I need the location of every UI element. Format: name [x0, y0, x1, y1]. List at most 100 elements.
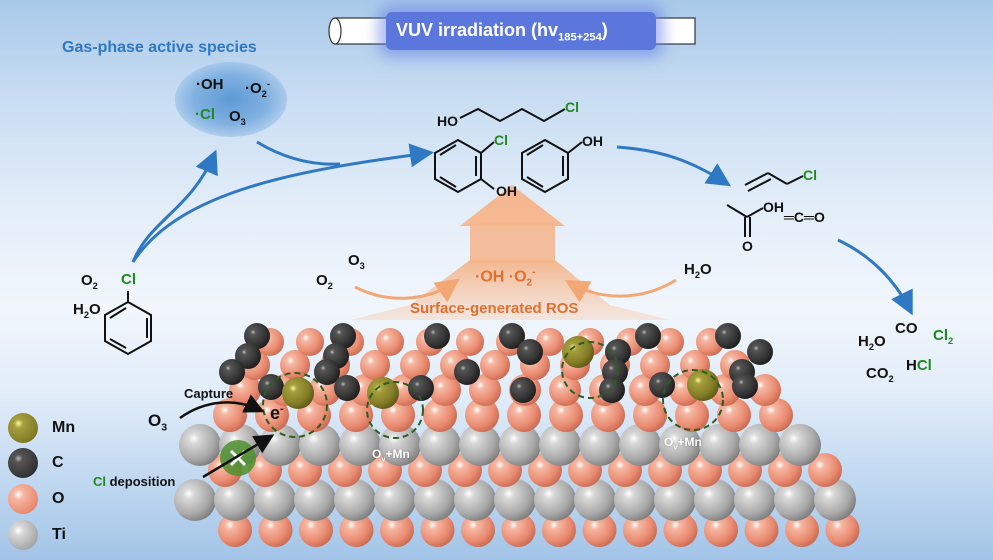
- ti-atom: [499, 424, 541, 466]
- o-atom: [299, 513, 333, 547]
- acetic-acid-molecule: [726, 204, 764, 237]
- o-atom: [717, 398, 751, 432]
- o-atom: [376, 328, 404, 356]
- o-atom: [339, 513, 374, 547]
- ti-atom: [574, 479, 616, 521]
- c-atom: [334, 375, 360, 401]
- ti-atom: [214, 479, 256, 521]
- ti-atom: [739, 424, 781, 466]
- o-atom: [339, 398, 373, 432]
- ti-atom: [539, 424, 581, 466]
- arrow-o3-capture: [179, 394, 265, 420]
- c-atom: [258, 374, 284, 400]
- o-atom: [542, 513, 576, 547]
- o-atom: [469, 374, 501, 406]
- ti-atom: [774, 479, 816, 521]
- ros-feed-arrows: [354, 278, 677, 303]
- arrow-h2o-to-ros: [564, 278, 677, 303]
- o-atom: [536, 328, 564, 356]
- product-hcl: HCl: [906, 357, 932, 374]
- c-atom: [747, 339, 773, 365]
- ti-atom: [179, 424, 221, 466]
- legend-item-o: O: [8, 484, 64, 514]
- ti-atom: [454, 479, 496, 521]
- active-site-circle: [662, 369, 724, 431]
- cl-deposition-label: Cl deposition: [93, 474, 176, 489]
- phenol-oh: OH: [582, 133, 603, 149]
- ti-atom: [734, 479, 776, 521]
- c-atom: [635, 323, 661, 349]
- o-atom: [480, 350, 510, 380]
- chlorobenzene-cl: Cl: [121, 271, 136, 288]
- c-atom: [599, 377, 625, 403]
- c-atom: [244, 323, 270, 349]
- chlorophenol-oh: OH: [496, 183, 517, 199]
- chlorobutanol-molecule: [459, 107, 566, 123]
- species-superoxide: ·O2-: [245, 79, 270, 99]
- reactant-h2o: H2O: [73, 301, 101, 320]
- o-atom: [744, 513, 779, 547]
- c-atom: [235, 343, 261, 369]
- o-atom: [400, 350, 430, 380]
- o-atom-icon: [8, 484, 38, 514]
- gas-phase-cloud: [175, 62, 287, 137]
- mn-atom: [687, 369, 719, 401]
- ti-atom: [174, 479, 216, 521]
- o-atom: [380, 513, 414, 547]
- product-co: CO: [895, 320, 918, 337]
- c-atom: [314, 359, 340, 385]
- allyl-chloride-cl: Cl: [803, 167, 817, 183]
- o-atom: [258, 513, 293, 547]
- ti-atom: [254, 479, 296, 521]
- arrow-cl-deposition: [202, 434, 275, 479]
- ti-atom: [294, 479, 336, 521]
- c-atom: [454, 359, 480, 385]
- product-h2o: H2O: [858, 333, 886, 352]
- c-atom: [424, 323, 450, 349]
- o-atom: [808, 453, 842, 487]
- mn-atom-icon: [8, 413, 38, 443]
- o-atom: [582, 513, 617, 547]
- ti-atom: [619, 424, 661, 466]
- ti-atom: [374, 479, 416, 521]
- o-atom: [591, 398, 625, 432]
- c-atom: [219, 359, 245, 385]
- c-atom: [732, 373, 758, 399]
- mn-atom: [367, 377, 399, 409]
- active-site-circle: [366, 381, 424, 439]
- o-atom: [825, 513, 860, 547]
- capture-arrows: [179, 394, 275, 479]
- ti-atom: [414, 479, 456, 521]
- mn-atom: [562, 336, 594, 368]
- ti-atom: [659, 424, 701, 466]
- catalyst-surface-slab: [174, 323, 860, 547]
- product-cl2: Cl2: [933, 327, 954, 346]
- chlorophenol-cl: Cl: [494, 132, 508, 148]
- o-atom: [420, 513, 455, 547]
- ti-atom: [459, 424, 501, 466]
- o-atom: [759, 398, 793, 432]
- arrow-small-to-products: [837, 238, 913, 316]
- chlorobutanol-cl: Cl: [565, 99, 579, 115]
- o-atom: [465, 398, 499, 432]
- c-atom: [408, 375, 434, 401]
- legend-item-mn: Mn: [8, 413, 75, 443]
- o-atom: [623, 513, 657, 547]
- o-atom: [663, 513, 698, 547]
- vuv-irradiation-label: VUV irradiation (hv185+254): [396, 20, 608, 44]
- ti-atom: [334, 479, 376, 521]
- surface-h2o: H2O: [684, 261, 712, 280]
- arrow-intermediates-to-small: [616, 145, 732, 187]
- ti-atom: [654, 479, 696, 521]
- ti-atom: [779, 424, 821, 466]
- o-atom: [785, 513, 819, 547]
- c-atom: [499, 323, 525, 349]
- capture-label: Capture: [184, 386, 234, 401]
- ti-atom: [694, 479, 736, 521]
- o-atom: [461, 513, 495, 547]
- vuv-glow: [386, 12, 656, 50]
- ti-atom: [534, 479, 576, 521]
- ti-atom: [379, 424, 421, 466]
